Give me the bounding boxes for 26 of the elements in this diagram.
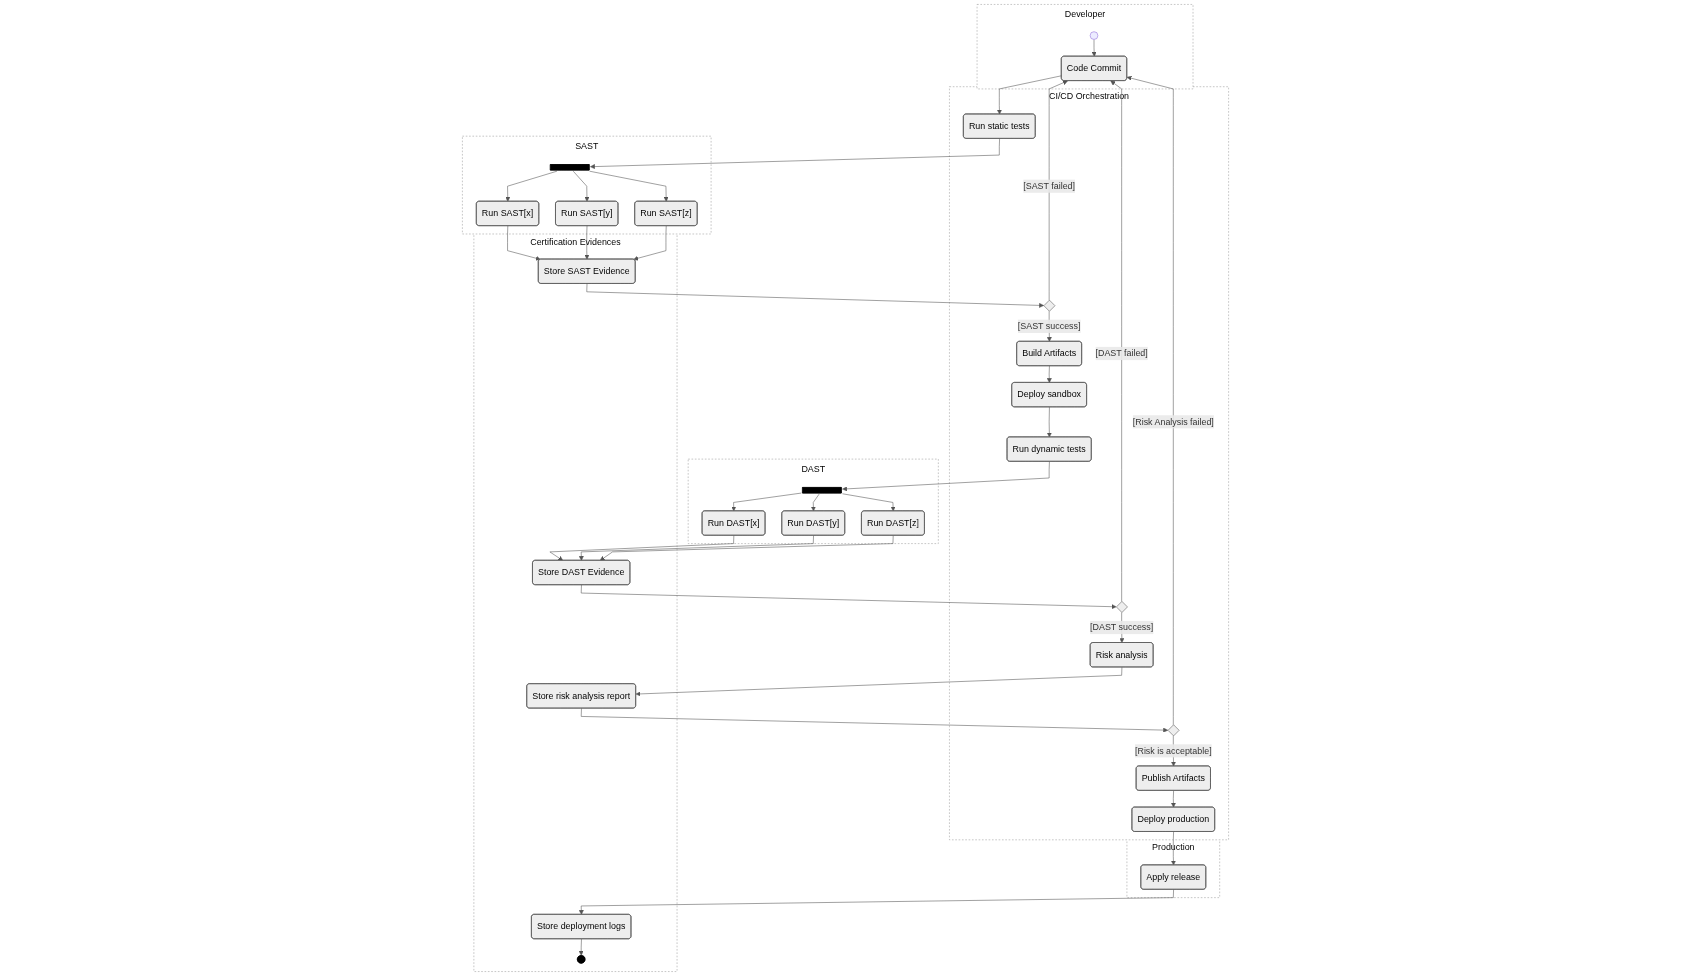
decision-diamond: [1043, 299, 1056, 312]
activity-box: Run SAST[y]: [555, 200, 619, 226]
activity-box: Build Artifacts: [1016, 341, 1082, 366]
activity-box: Run DAST[y]: [781, 510, 846, 536]
decision-diamond: [1167, 724, 1180, 737]
activity-box: Run SAST[z]: [634, 200, 698, 226]
activity-box: Code Commit: [1061, 55, 1128, 81]
activity-box: Store DAST Evidence: [532, 560, 631, 585]
activity-box: Deploy sandbox: [1011, 382, 1087, 408]
activity-box: Run SAST[x]: [476, 200, 540, 226]
fork-bar: [802, 487, 842, 494]
activity-box: Store deployment logs: [531, 914, 632, 940]
activity-box: Run static tests: [963, 113, 1036, 139]
activity-box: Run dynamic tests: [1006, 436, 1092, 462]
state-circle: [1089, 31, 1099, 40]
activity-box: Apply release: [1140, 864, 1207, 890]
state-circle: [577, 955, 586, 964]
activity-box: Risk analysis: [1089, 642, 1154, 668]
activity-box: Store SAST Evidence: [538, 258, 636, 284]
decision-diamond: [1116, 601, 1128, 613]
activity-box: Deploy production: [1131, 806, 1215, 832]
fork-bar: [550, 164, 590, 171]
activity-box: Publish Artifacts: [1135, 765, 1211, 791]
activity-box: Run DAST[x]: [701, 510, 766, 536]
activity-box: Store risk analysis report: [526, 683, 636, 709]
activity-box: Run DAST[z]: [861, 510, 925, 536]
